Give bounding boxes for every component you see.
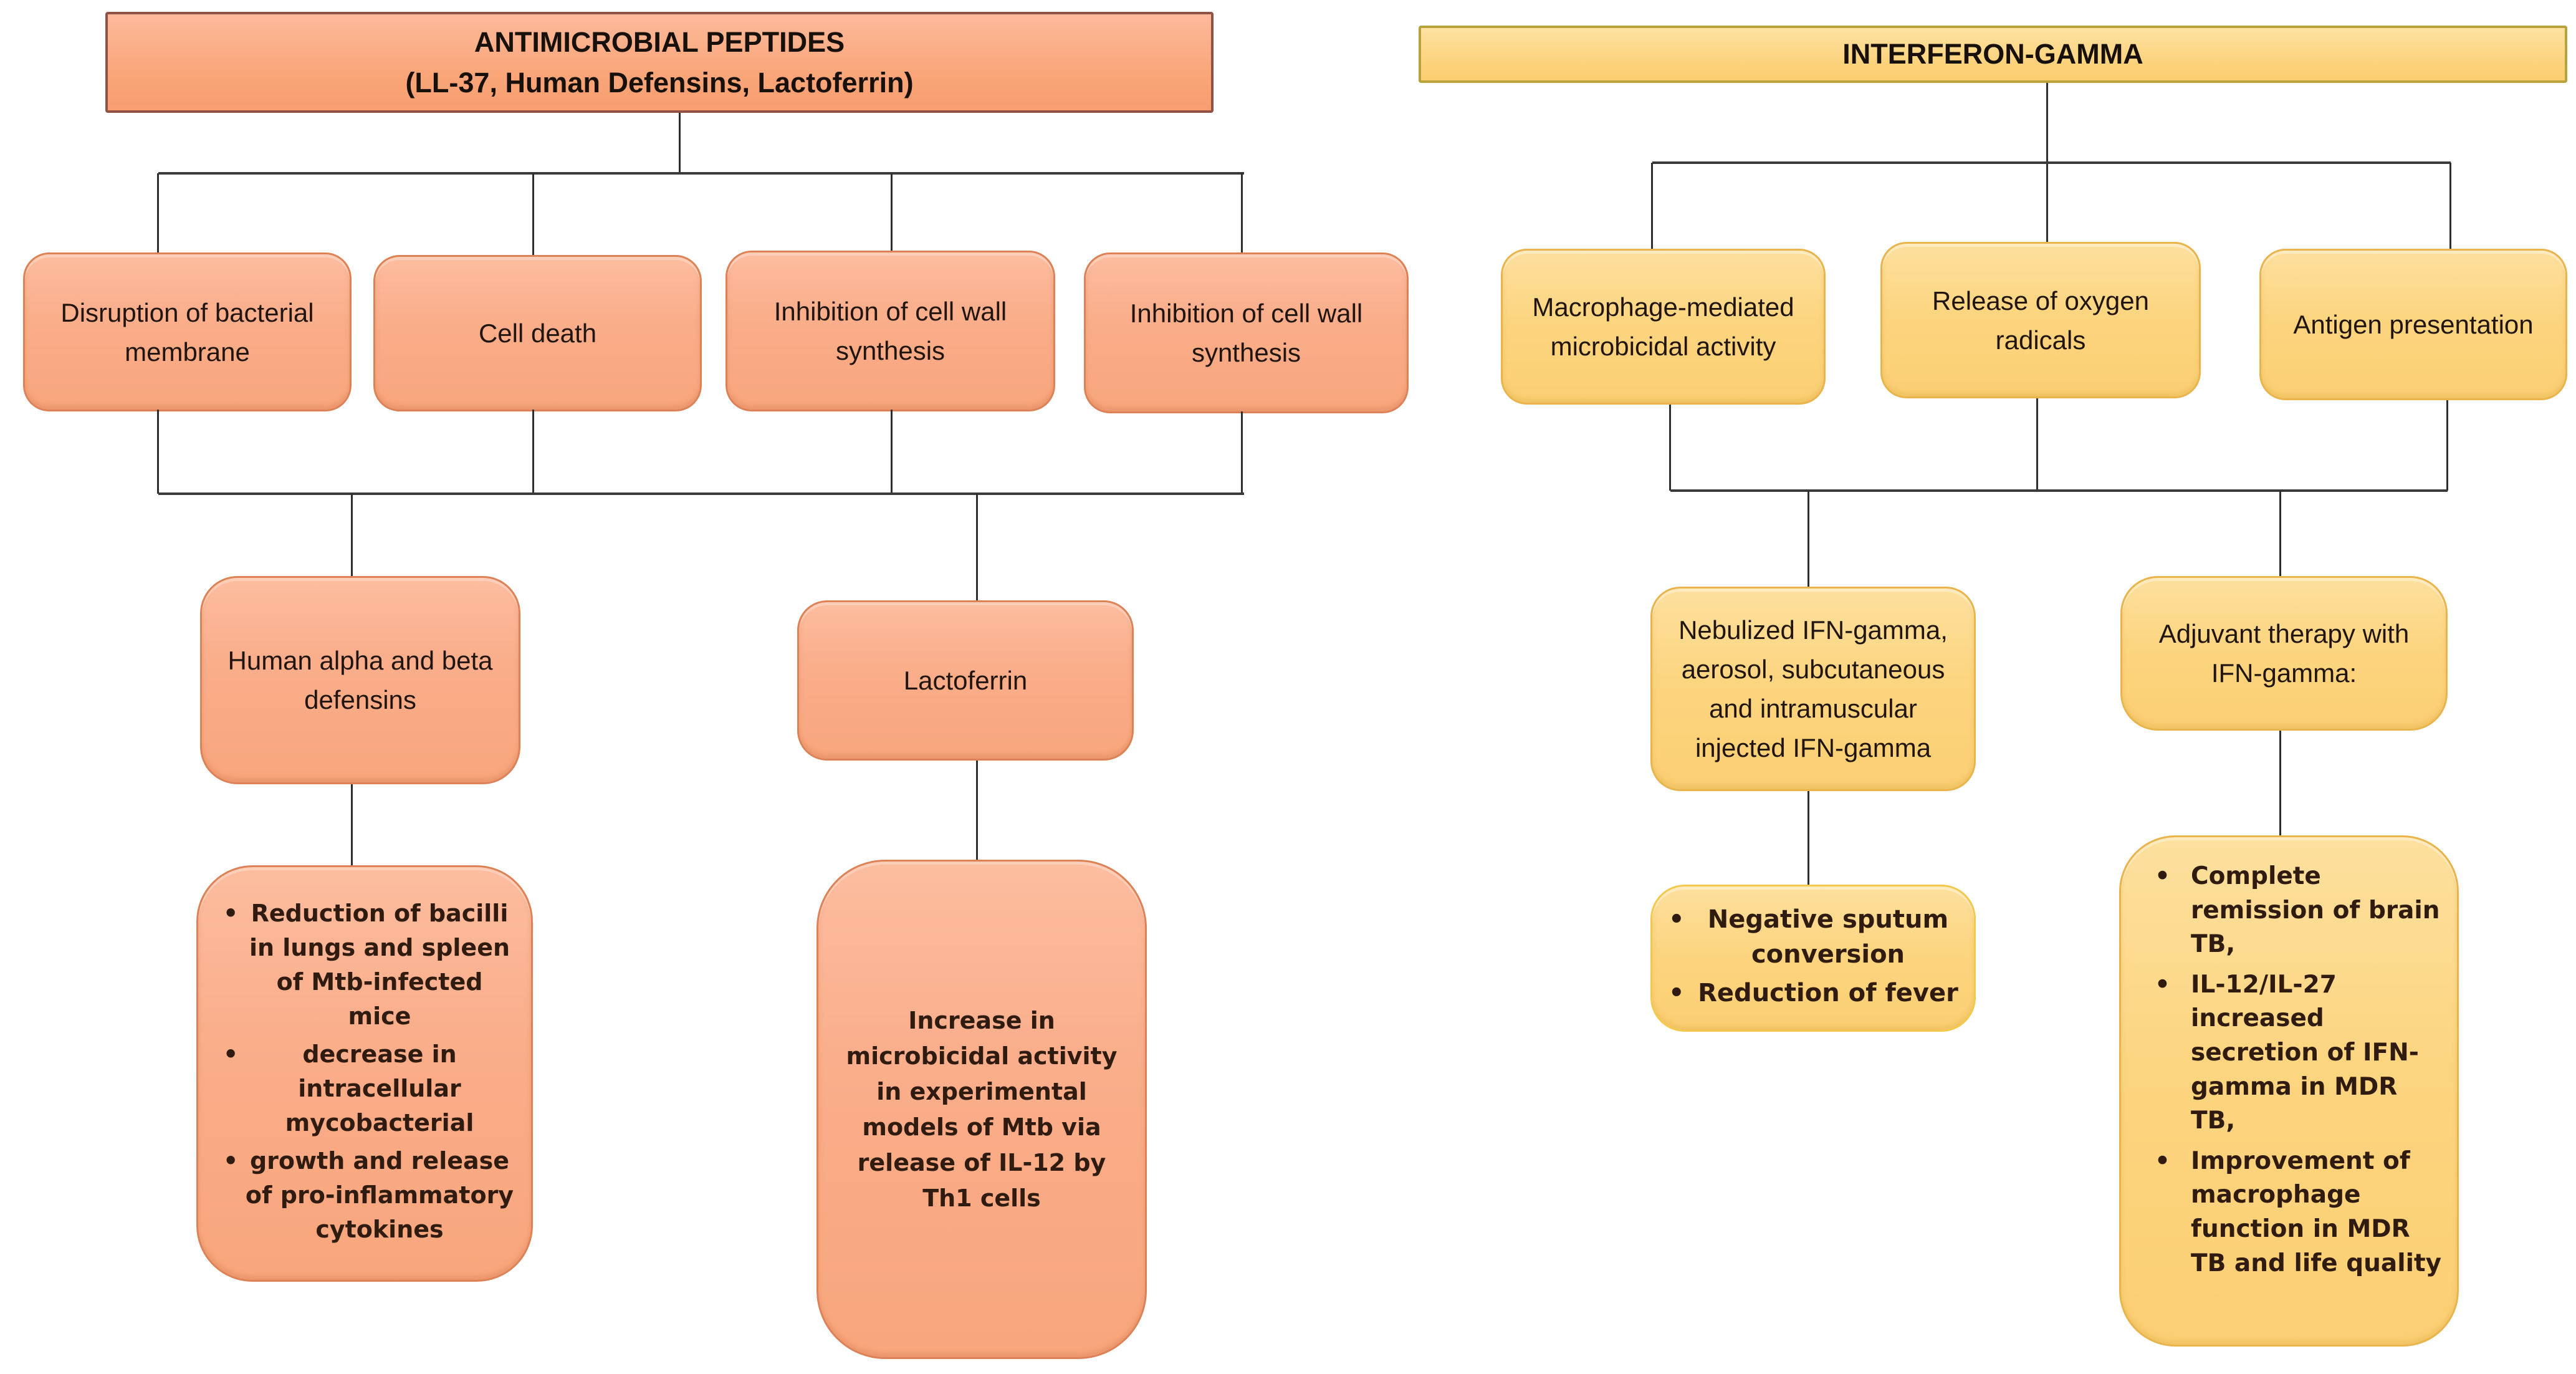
- node-cell-death-label: Cell death: [478, 319, 597, 348]
- connector-amp-rise-4: [1241, 411, 1243, 494]
- ifn-title-text: INTERFERON-GAMMA: [1842, 38, 2143, 70]
- node-oxygen-radicals: Release of oxygen radicals: [1880, 242, 2201, 398]
- node-disruption-membrane-label: Disruption of bacterial membrane: [60, 297, 314, 367]
- node-macrophage-activity-label: Macrophage-mediated microbicidal activit…: [1532, 292, 1794, 361]
- node-antigen-presentation: Antigen presentation: [2259, 249, 2567, 400]
- connector-ifn-hbar-top: [1652, 161, 2451, 164]
- connector-amp-drop-3: [891, 173, 893, 252]
- nebulized-outcomes-list: Negative sputum conversion Reduction of …: [1652, 902, 1974, 1014]
- ifn-title-box: INTERFERON-GAMMA: [1419, 26, 2567, 83]
- connector-amp-drop-1: [157, 173, 159, 254]
- amp-title-line1: ANTIMICROBIAL PEPTIDES: [474, 26, 845, 58]
- lactoferrin-effect-text: Increase in microbicidal activity in exp…: [846, 1006, 1118, 1212]
- amp-title-box: ANTIMICROBIAL PEPTIDES (LL-37, Human Def…: [105, 12, 1214, 113]
- node-human-defensins-label: Human alpha and beta defensins: [227, 646, 493, 714]
- adjuvant-outcomes-box: Complete remission of brain TB, IL-12/IL…: [2119, 835, 2459, 1347]
- node-antigen-presentation-label: Antigen presentation: [2293, 310, 2534, 339]
- connector-ifn-rise-1: [1669, 405, 1671, 491]
- connector-ifn-rise-3: [2446, 400, 2448, 491]
- defensins-effects-box: Reduction of bacilli in lungs and spleen…: [196, 865, 533, 1282]
- connector-ifn-drop-3: [2449, 163, 2451, 249]
- defensins-effect-item: decrease in intracellular mycobacterial: [207, 1037, 522, 1140]
- defensins-effect-item: Reduction of bacilli in lungs and spleen…: [207, 896, 522, 1034]
- connector-nebulized-detail: [1808, 791, 1809, 885]
- connector-adjuvant-drop: [2279, 491, 2281, 576]
- connector-nebulized-drop: [1808, 491, 1809, 587]
- nebulized-outcome-item: Negative sputum conversion: [1652, 902, 1974, 972]
- node-human-defensins: Human alpha and beta defensins: [200, 576, 520, 784]
- adjuvant-outcome-item: IL-12/IL-27 increased secretion of IFN-g…: [2133, 968, 2444, 1138]
- node-macrophage-activity: Macrophage-mediated microbicidal activit…: [1501, 249, 1826, 405]
- connector-lactoferrin-detail: [976, 761, 978, 860]
- connector-defensins-drop: [351, 494, 353, 576]
- adjuvant-outcome-item: Improvement of macrophage function in MD…: [2133, 1145, 2444, 1280]
- nebulized-outcomes-box: Negative sputum conversion Reduction of …: [1650, 885, 1976, 1032]
- node-inhibition-cell-wall-1-label: Inhibition of cell wall synthesis: [773, 297, 1007, 365]
- connector-ifn-hbar-bottom: [1670, 489, 2448, 492]
- connector-amp-rise-2: [532, 410, 534, 494]
- node-nebulized-ifn-label: Nebulized IFN-gamma, aerosol, subcutaneo…: [1678, 615, 1948, 762]
- connector-amp-rise-1: [157, 410, 159, 494]
- connector-adjuvant-detail: [2279, 731, 2281, 840]
- amp-title-line2: (LL-37, Human Defensins, Lactoferrin): [405, 67, 914, 98]
- node-oxygen-radicals-label: Release of oxygen radicals: [1932, 286, 2149, 355]
- node-inhibition-cell-wall-2-label: Inhibition of cell wall synthesis: [1129, 299, 1363, 367]
- node-adjuvant-therapy-label: Adjuvant therapy with IFN-gamma:: [2158, 619, 2410, 688]
- connector-amp-rise-3: [891, 410, 893, 494]
- connector-lactoferrin-drop: [976, 494, 978, 600]
- connector-amp-hbar-bottom: [158, 492, 1244, 495]
- connector-defensins-detail: [351, 784, 353, 867]
- node-lactoferrin-label: Lactoferrin: [903, 666, 1028, 695]
- connector-ifn-drop-1: [1651, 163, 1653, 249]
- defensins-effects-list: Reduction of bacilli in lungs and spleen…: [207, 896, 522, 1251]
- node-nebulized-ifn: Nebulized IFN-gamma, aerosol, subcutaneo…: [1650, 587, 1976, 791]
- node-adjuvant-therapy: Adjuvant therapy with IFN-gamma:: [2120, 576, 2448, 731]
- lactoferrin-effect-box: Increase in microbicidal activity in exp…: [816, 860, 1147, 1359]
- node-inhibition-cell-wall-1: Inhibition of cell wall synthesis: [725, 251, 1055, 411]
- adjuvant-outcomes-list: Complete remission of brain TB, IL-12/IL…: [2133, 860, 2444, 1287]
- connector-amp-title-stem: [679, 113, 681, 173]
- connector-amp-drop-2: [532, 173, 534, 257]
- node-inhibition-cell-wall-2: Inhibition of cell wall synthesis: [1084, 252, 1409, 413]
- adjuvant-outcome-item: Complete remission of brain TB,: [2133, 860, 2444, 962]
- connector-ifn-rise-2: [2036, 398, 2038, 491]
- node-disruption-membrane: Disruption of bacterial membrane: [23, 252, 352, 411]
- connector-amp-drop-4: [1241, 173, 1243, 254]
- node-cell-death: Cell death: [373, 255, 702, 411]
- nebulized-outcome-item: Reduction of fever: [1652, 976, 1974, 1011]
- node-lactoferrin: Lactoferrin: [797, 600, 1134, 761]
- defensins-effect-item: growth and release of pro-inflammatory c…: [207, 1144, 522, 1247]
- connector-amp-hbar-top: [158, 172, 1244, 175]
